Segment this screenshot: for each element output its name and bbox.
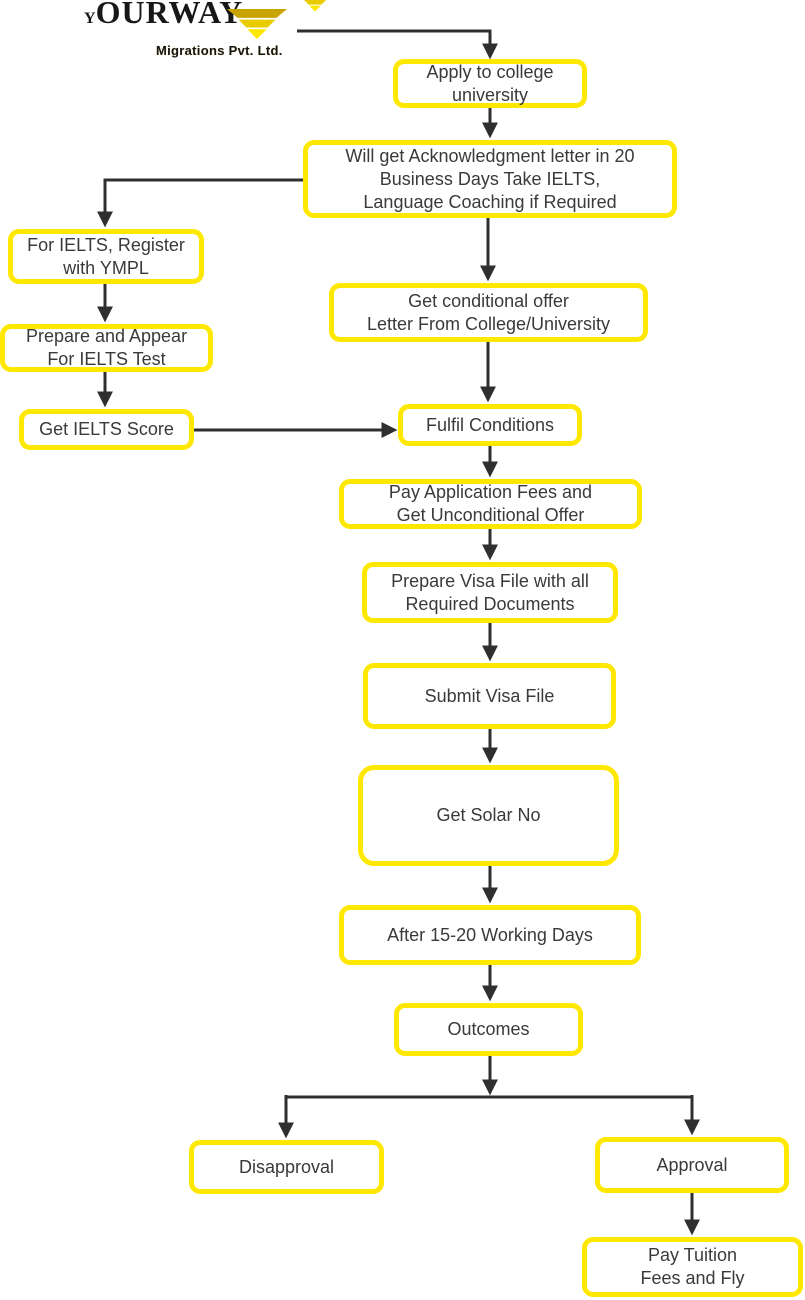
logo-initial: Y — [84, 10, 96, 27]
logo-subtitle: Migrations Pvt. Ltd. — [156, 43, 283, 58]
node-application-fees: Pay Application Fees and Get Uncondition… — [339, 479, 642, 529]
node-disapproval: Disapproval — [189, 1140, 384, 1194]
node-working-days: After 15-20 Working Days — [339, 905, 641, 965]
node-outcomes: Outcomes — [394, 1003, 583, 1056]
node-acknowledgment: Will get Acknowledgment letter in 20 Bus… — [303, 140, 677, 218]
node-pay-tuition: Pay Tuition Fees and Fly — [582, 1237, 803, 1297]
arrow-ack-to-register — [97, 178, 303, 228]
logo-rest: OURWAY — [95, 0, 244, 30]
node-ielts-prepare: Prepare and Appear For IELTS Test — [0, 324, 213, 372]
node-fulfil-conditions: Fulfil Conditions — [398, 404, 582, 446]
node-prepare-visa-file: Prepare Visa File with all Required Docu… — [362, 562, 618, 623]
yourway-logo: YOURWAY Migrations Pvt. Ltd. — [84, 0, 334, 62]
node-approval: Approval — [595, 1137, 789, 1193]
node-conditional-offer: Get conditional offer Letter From Colleg… — [329, 283, 648, 342]
node-submit-visa-file: Submit Visa File — [363, 663, 616, 729]
node-apply-college: Apply to college university — [393, 59, 587, 108]
logo-wordmark: YOURWAY — [84, 0, 243, 31]
node-ielts-score: Get IELTS Score — [19, 409, 194, 450]
funnel-icon-top-right — [304, 0, 326, 12]
node-ielts-register: For IELTS, Register with YMPL — [8, 229, 204, 284]
node-get-solar-no: Get Solar No — [358, 765, 619, 866]
logo-funnel-icon — [227, 9, 287, 39]
